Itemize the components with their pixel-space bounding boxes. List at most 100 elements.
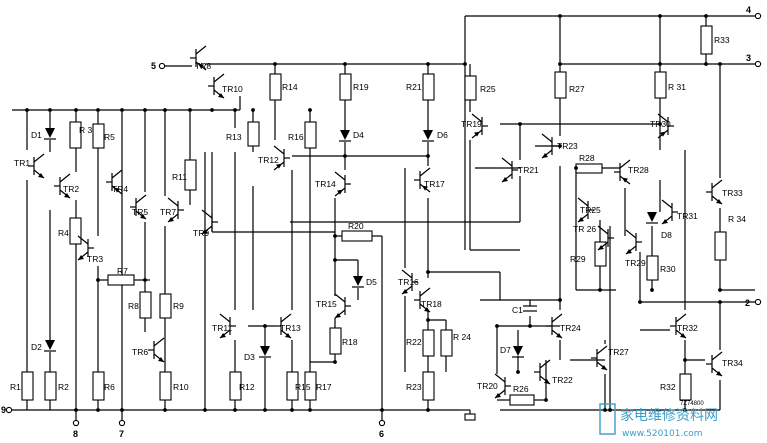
junction-dot (574, 166, 578, 170)
transistor-tr31 (661, 199, 678, 225)
resistor-r10 (159, 371, 172, 401)
label-d8: D8 (661, 230, 672, 240)
label-tr23: TR23 (557, 141, 578, 151)
junction-dot (516, 370, 520, 374)
label-tr10: TR10 (222, 84, 243, 94)
transistor-tr14 (334, 171, 351, 197)
junction-dot (638, 300, 642, 304)
label-tr3: TR3 (87, 254, 103, 264)
label-r29: R29 (570, 254, 586, 264)
label-r18: R18 (342, 337, 358, 347)
transistor-tr17 (414, 167, 431, 193)
label-tr12: TR12 (258, 155, 279, 165)
junction-dot (658, 14, 662, 18)
label-r24: R 24 (453, 332, 471, 342)
junction-dot (96, 278, 100, 282)
transistor-labels: TR1 TR2 TR3 TR4 TR5 TR6 TR7 TR8 TR9 TR10… (14, 61, 743, 391)
terminal-3 (754, 60, 762, 68)
junction-dot (426, 318, 430, 322)
transistor-tr19 (471, 113, 488, 139)
transistor-tr23 (541, 133, 558, 159)
diodes (44, 128, 658, 358)
transistor-tr28 (614, 159, 631, 185)
resistor-r2 (44, 371, 57, 401)
junction-dot (163, 108, 167, 112)
junction-dot (558, 298, 562, 302)
label-tr29: TR29 (625, 258, 646, 268)
junction-dot (718, 62, 722, 66)
label-r27: R27 (569, 84, 585, 94)
transistor-tr29 (625, 229, 642, 255)
resistor-r34 (714, 231, 727, 261)
resistor-r4 (69, 217, 82, 245)
label-r20: R20 (348, 221, 364, 231)
diode-d6 (422, 130, 434, 142)
diode-d2 (44, 340, 56, 352)
diode-d4 (339, 130, 351, 142)
label-tr5: TR5 (132, 207, 148, 217)
substrate-terminal (464, 413, 476, 421)
label-r1: R1 (10, 382, 21, 392)
label-r4: R4 (58, 228, 69, 238)
transistor-tr10 (208, 73, 225, 99)
label-tr24: TR24 (560, 323, 581, 333)
figure-code: 7Z74800 (680, 401, 704, 407)
diode-d7 (512, 346, 524, 358)
label-tr6: TR6 (132, 347, 148, 357)
transistor-tr12 (273, 145, 290, 171)
transistor-tr15 (334, 293, 351, 319)
junction-dot (120, 408, 124, 412)
transistor-tr16 (401, 269, 418, 295)
junction-dot (333, 258, 337, 262)
watermark-logo (599, 403, 616, 435)
terminal-6 (378, 419, 386, 427)
junction-dot (343, 62, 347, 66)
resistor-r9 (159, 293, 172, 319)
transistor-tr21 (501, 157, 518, 183)
resistor-r21 (422, 73, 435, 101)
junction-dot (74, 408, 78, 412)
resistor-r25 (464, 75, 477, 101)
label-r3: R 3 (79, 125, 93, 135)
watermark-title: 家电维修资料网 (620, 407, 718, 424)
transistor-tr32 (670, 313, 687, 339)
label-tr11: TR11 (212, 323, 232, 333)
junction-dot (528, 324, 532, 328)
junction-dot (683, 408, 687, 412)
junction-dot (343, 154, 347, 158)
junction-dot (544, 398, 548, 402)
diode-labels: D1 D2 D3 D4 D5 D6 D7 D8 C1 (31, 130, 672, 362)
label-d7: D7 (500, 345, 511, 355)
junction-dot (518, 122, 522, 126)
transistor-tr3 (77, 235, 94, 261)
junction-dot (263, 324, 267, 328)
junction-dot (683, 358, 687, 362)
junction-dot (608, 408, 612, 412)
resistor-r19 (339, 73, 352, 101)
label-r32: R32 (660, 382, 676, 392)
junction-dot (308, 408, 312, 412)
wires (12, 15, 755, 420)
label-r11: R11 (172, 172, 187, 182)
transistor-tr8 (190, 45, 207, 71)
label-tr14: TR14 (315, 179, 336, 189)
pin-label-4: 4 (746, 5, 751, 15)
resistor-r11 (184, 159, 197, 191)
watermark: 家电维修资料网 www.520101.com (599, 403, 718, 439)
resistor-r28 (575, 163, 603, 174)
junction-dot (120, 108, 124, 112)
resistor-r16 (304, 121, 317, 149)
transistor-tr25 (577, 197, 594, 223)
label-tr2: TR2 (63, 184, 79, 194)
label-tr7: TR7 (160, 207, 176, 217)
transistor-tr27 (591, 345, 608, 371)
label-r12: R12 (239, 382, 255, 392)
junction-dot (650, 288, 654, 292)
terminal-9 (5, 406, 13, 414)
label-tr19: TR19 (461, 119, 482, 129)
transistor-tr5 (130, 194, 147, 220)
transistor-tr33 (706, 179, 723, 205)
terminal-5 (158, 62, 166, 70)
junction-dot (188, 108, 192, 112)
label-d4: D4 (353, 130, 364, 140)
